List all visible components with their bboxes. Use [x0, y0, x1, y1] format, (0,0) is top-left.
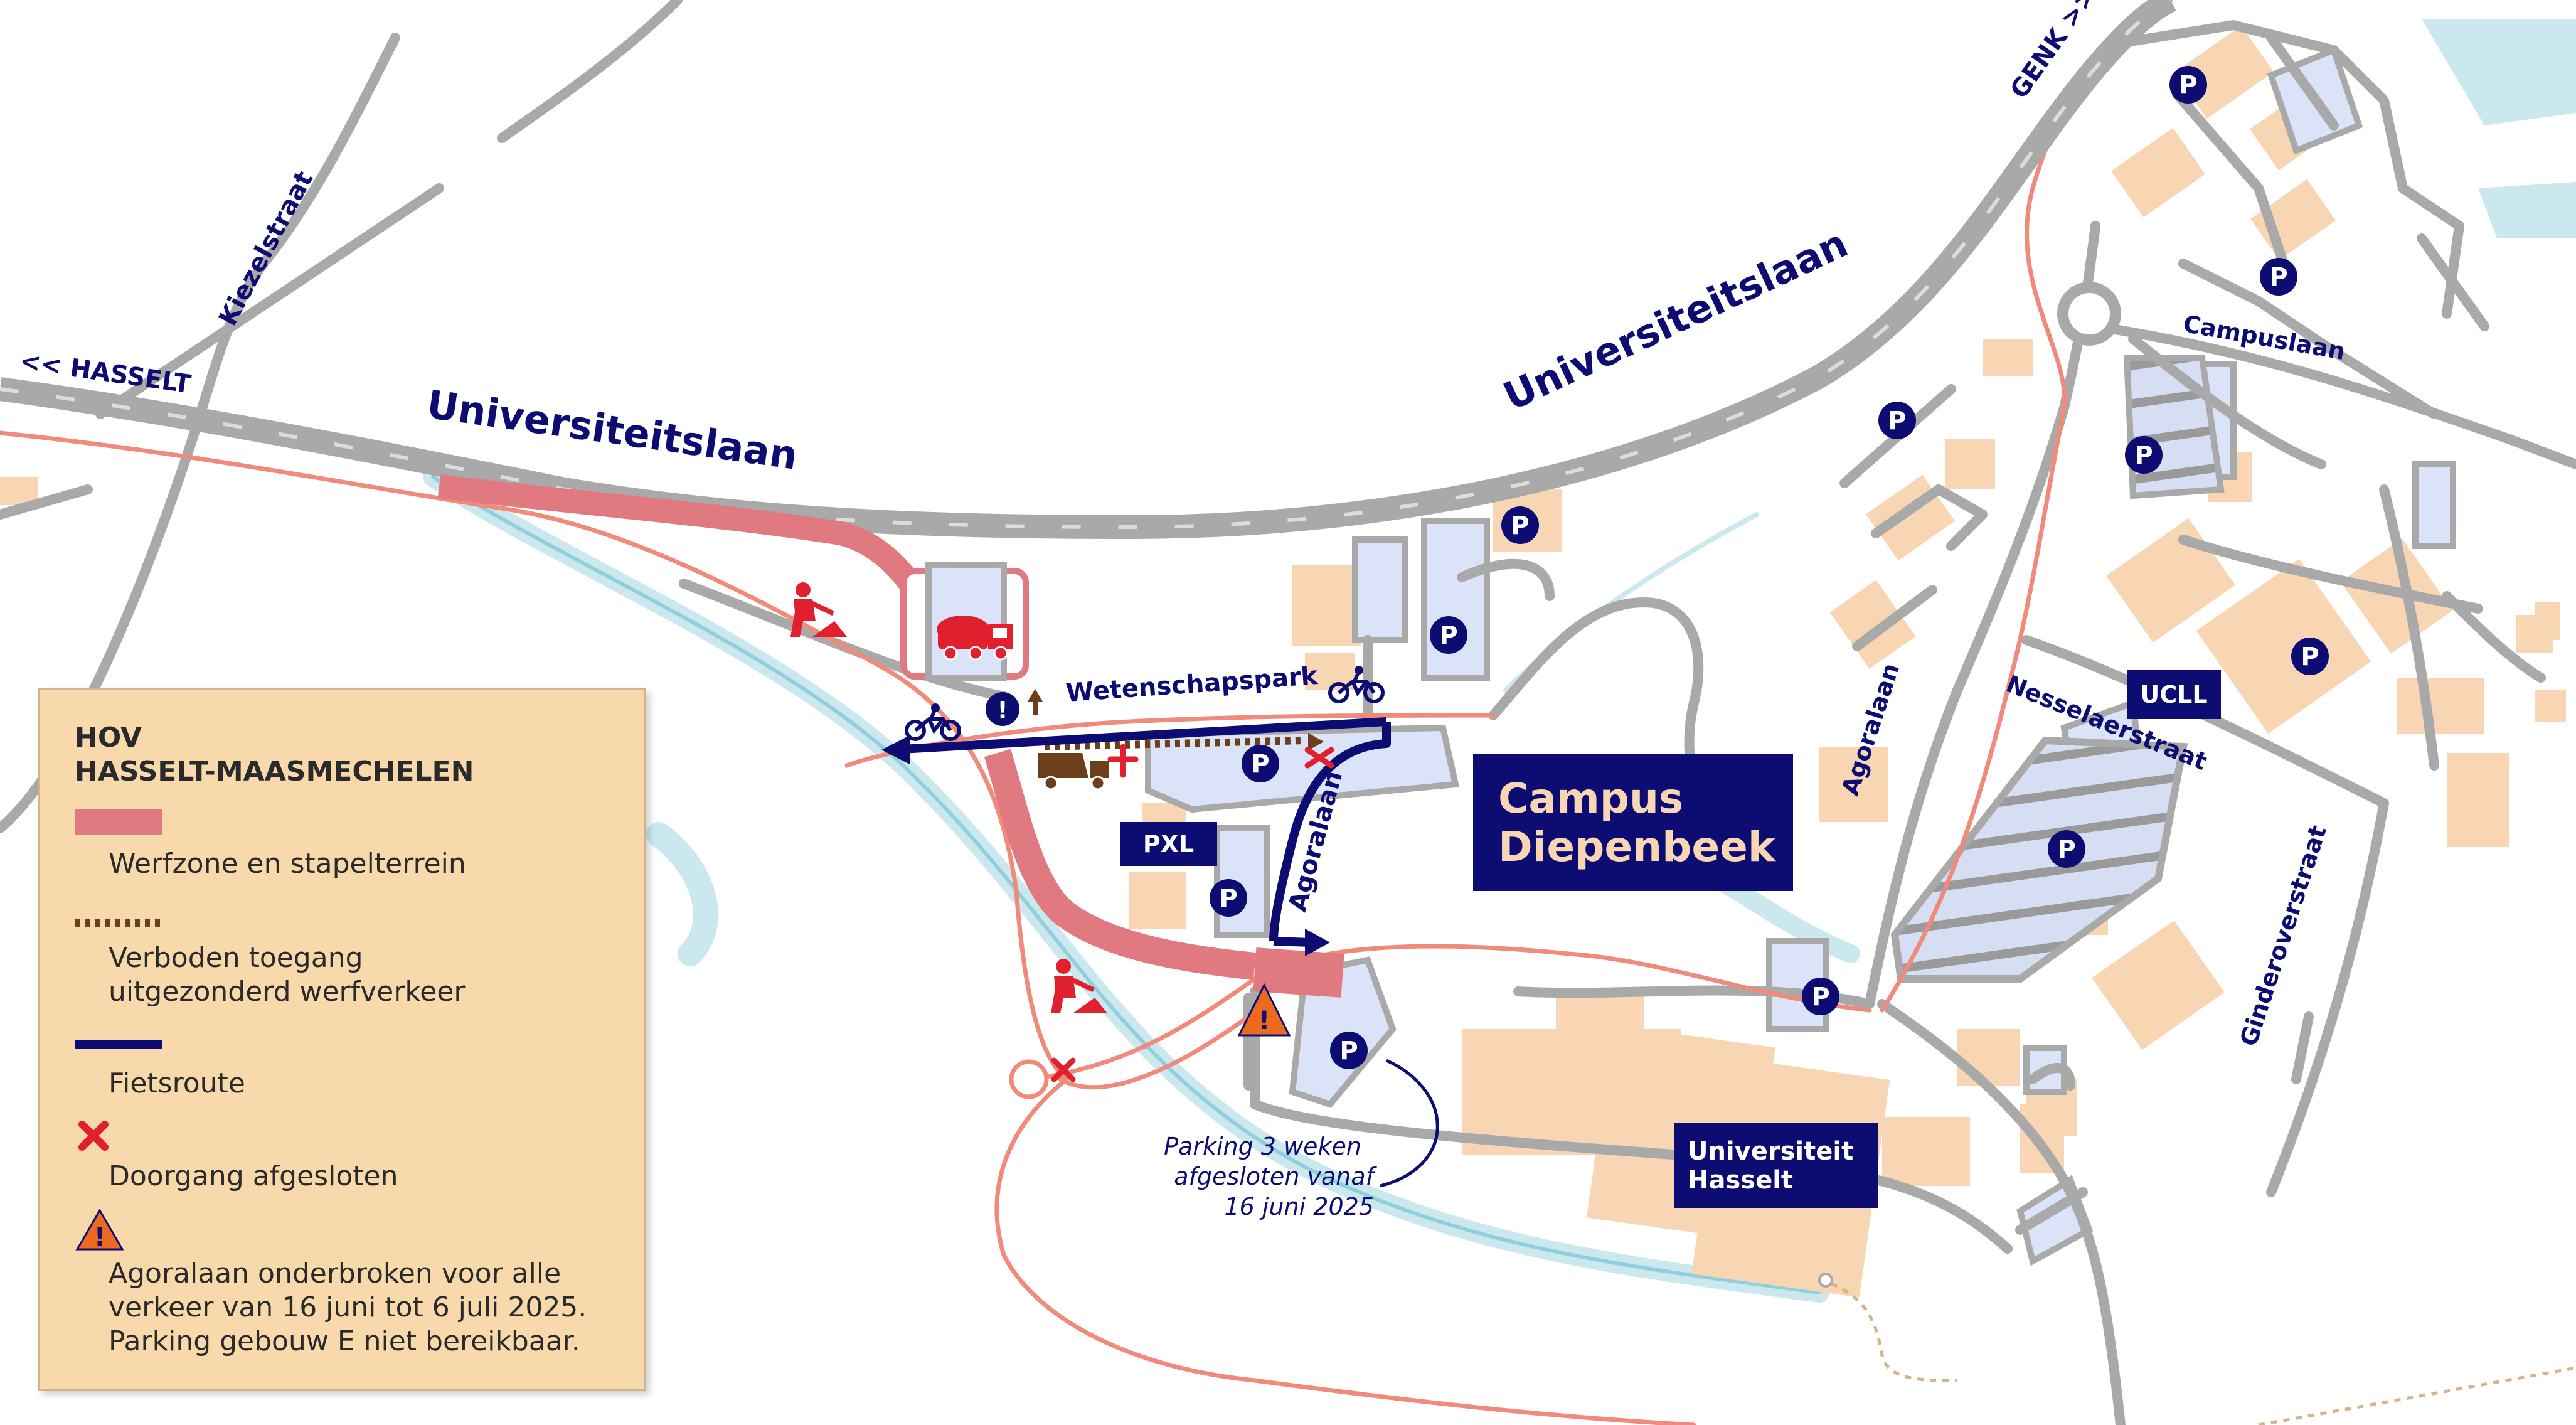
svg-text:16 juni 2025: 16 juni 2025 — [1224, 1193, 1374, 1220]
roundabout-south — [1009, 1059, 1049, 1099]
legend-title-line1: HOV — [75, 722, 142, 754]
parking-markers: P P P P P P P P P P P P — [1210, 66, 2329, 1069]
label-ucll: UCLL — [2127, 670, 2221, 719]
legend-warning-icon: ! — [75, 1209, 124, 1252]
roadworks-icon — [790, 582, 847, 637]
parking-icon: P — [2169, 66, 2207, 104]
parking-icon: P — [1430, 616, 1467, 654]
label-ginderoverstraat: Ginderoverstraat — [2235, 822, 2332, 1050]
svg-text:P: P — [2269, 263, 2287, 292]
label-pxl: PXL — [1120, 822, 1217, 866]
label-wetenschapspark: Wetenschapspark — [1065, 661, 1319, 708]
parking-icon: P — [1242, 745, 1279, 782]
legend-label-fietsroute: Fietsroute — [109, 1067, 245, 1099]
fietsroute — [890, 717, 1391, 942]
svg-text:Parking 3 weken: Parking 3 weken — [1164, 1133, 1361, 1160]
svg-text:!: ! — [997, 696, 1008, 724]
footpath-east — [2258, 1366, 2576, 1425]
parking-icon: P — [2125, 436, 2163, 474]
svg-text:P: P — [1219, 884, 1237, 913]
legend-label-agoralaan-3: Parking gebouw E niet bereikbaar. — [109, 1325, 580, 1357]
svg-text:P: P — [2301, 643, 2319, 671]
roundabout-campuslaan — [2057, 282, 2121, 346]
parking-icon: P — [1210, 879, 1247, 917]
legend-label-doorgang: Doorgang afgesloten — [109, 1160, 398, 1192]
legend-swatch-werfverkeer — [75, 919, 162, 927]
svg-text:P: P — [1811, 983, 1829, 1011]
path-node — [1818, 1273, 1833, 1288]
info-exclamation-icon: ! — [986, 692, 1019, 726]
parking-icon: P — [2260, 258, 2297, 296]
legend-title-line2: HASSELT-MAASMECHELEN — [75, 755, 474, 787]
concrete-truck-icon — [937, 616, 1013, 661]
legend-label-agoralaan-1: Agoralaan onderbroken voor alle — [109, 1257, 562, 1289]
parking-icon: P — [2048, 830, 2085, 868]
legend-closed-icon — [78, 1121, 109, 1151]
parking-note: Parking 3 weken afgesloten vanaf 16 juni… — [1164, 1133, 1377, 1220]
warning-icon: ! — [1237, 983, 1291, 1037]
svg-text:P: P — [1511, 511, 1529, 540]
legend-swatch-fietsroute — [75, 1040, 162, 1049]
werfverkeer-arrowhead — [1028, 689, 1043, 702]
footpath — [1819, 1278, 1958, 1382]
closed-marker-icon — [1051, 744, 1334, 1082]
parking-icon: P — [2291, 638, 2329, 675]
svg-text:!: ! — [1259, 1006, 1270, 1035]
legend-swatch-werfzone — [75, 809, 162, 835]
svg-text:P: P — [1251, 750, 1269, 779]
bicycle-icon — [1328, 666, 1385, 703]
fietsroute-end — [1273, 937, 1312, 947]
dump-truck-icon — [1038, 753, 1109, 791]
bicycle-icon — [905, 703, 961, 741]
parking-callout-line — [1380, 1059, 1439, 1188]
legend: HOV HASSELT-MAASMECHELEN Werfzone en sta… — [38, 688, 646, 1391]
legend-label-werfzone: Werfzone en stapelterrein — [109, 848, 466, 880]
werfverkeer-arrowhead — [1308, 733, 1324, 750]
parking-icon: P — [1802, 978, 1839, 1015]
svg-text:!: ! — [94, 1223, 105, 1252]
svg-text:P: P — [1439, 621, 1457, 650]
parking-campuslaan — [2123, 355, 2225, 499]
svg-text:P: P — [2057, 835, 2075, 864]
legend-label-agoralaan-2: verkeer van 16 juni tot 6 juli 2025. — [109, 1291, 587, 1323]
svg-text:P: P — [2134, 441, 2153, 470]
fietsroute-arrowhead — [1305, 929, 1330, 956]
universiteitslaan-divider — [0, 0, 2172, 530]
parking-icon: P — [1501, 506, 1539, 544]
parking-icon: P — [1878, 402, 1916, 439]
legend-label-verboden-2: uitgezonderd werfverkeer — [109, 976, 466, 1008]
parking-icon: P — [1330, 1032, 1368, 1069]
water — [423, 19, 2576, 1303]
svg-text:P: P — [1339, 1037, 1358, 1065]
parking-areas — [1145, 46, 2456, 1266]
svg-text:P: P — [2179, 71, 2197, 100]
parking-nesselaerstraat — [1890, 736, 2188, 983]
label-campus-diepenbeek: Campus Diepenbeek — [1473, 754, 1793, 891]
svg-text:P: P — [1888, 407, 1906, 435]
roadworks-icon — [1051, 959, 1107, 1013]
label-universiteit-hasselt: Universiteit Hasselt — [1674, 1123, 1878, 1208]
svg-text:afgesloten vanaf: afgesloten vanaf — [1174, 1163, 1377, 1190]
fietsroute-arrowhead — [881, 735, 910, 764]
bike-paths — [0, 0, 2173, 1425]
werfverkeer-route — [1044, 737, 1306, 750]
legend-label-verboden-1: Verboden toegang — [109, 942, 363, 974]
